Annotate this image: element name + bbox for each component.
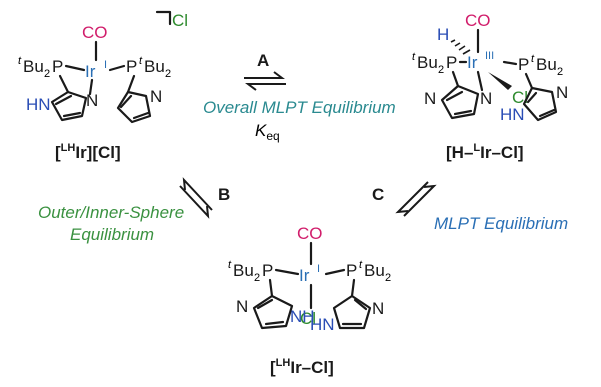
iridium-ox-state: I <box>104 59 107 71</box>
imidazole-n-3: N <box>480 89 492 108</box>
imidazole-n-4: N <box>424 89 436 108</box>
tbu-sub5: 2 <box>254 272 260 284</box>
imidazole-nh-right: HN <box>500 105 525 124</box>
tbu-sub2: 2 <box>165 68 171 80</box>
phosphorus-left: P <box>52 57 63 76</box>
keq-label: Keq <box>255 121 280 143</box>
carbonyl-co: CO <box>82 23 108 42</box>
iridium-center: Ir <box>85 62 96 81</box>
imidazole-n-left: N <box>86 91 98 110</box>
label-h-lir-cl: [H–LIr–Cl] <box>446 142 524 162</box>
label-lhir-cl: [LHIr–Cl] <box>270 357 334 377</box>
iridium-center-2: Ir <box>467 53 478 72</box>
label-c: C <box>372 185 384 204</box>
outer-inner-sphere-text: Outer/Inner-Sphere <box>38 203 184 222</box>
overall-mlpt-text: Overall MLPT Equilibrium <box>203 98 396 117</box>
iridium-ox-state-3: I <box>317 263 320 275</box>
hydride-h: H <box>437 25 449 44</box>
outer-inner-sphere-text-2: Equilibrium <box>70 225 154 244</box>
tbu-label3: Bu <box>417 53 438 72</box>
tbu-label: Bu <box>23 57 44 76</box>
equilibrium-arrow-c <box>395 181 437 217</box>
tbu-t3: t <box>412 51 416 63</box>
complex-h-lir-cl: CO H Ir III t Bu 2 P P t Bu 2 Cl N N <box>412 11 568 162</box>
tbu-label6: Bu <box>364 261 385 280</box>
carbonyl-co-2: CO <box>465 11 491 30</box>
imidazole-n-6: N <box>236 297 248 316</box>
tbu-sub4: 2 <box>557 66 563 78</box>
iridium-ox-state-2: III <box>485 50 494 62</box>
imidazole-n-right: N <box>150 87 162 106</box>
label-lhir-cl-salt: [LHIr][Cl] <box>55 142 121 162</box>
label-b: B <box>218 185 230 204</box>
label-a: A <box>257 51 269 70</box>
tbu-label4: Bu <box>536 55 557 74</box>
imidazole-nh-4: HN <box>310 315 335 334</box>
equilibrium-arrow-b <box>179 177 213 219</box>
iridium-center-3: Ir <box>299 266 310 285</box>
imidazole-n-5: N <box>556 83 568 102</box>
complex-lhir-cl: CO Ir I Cl t Bu 2 P P t Bu 2 N NH N HN [ <box>228 224 391 377</box>
chloride-ligand-2: Cl <box>300 309 316 328</box>
phosphorus-right: P <box>126 57 137 76</box>
tbu-sub3: 2 <box>438 64 444 76</box>
imidazole-nh-3: NH <box>290 307 315 326</box>
phosphorus-left-2: P <box>446 53 457 72</box>
phosphorus-right-2: P <box>518 55 529 74</box>
tbu-sub: 2 <box>44 68 50 80</box>
carbonyl-co-3: CO <box>297 224 323 243</box>
tbu-sub6: 2 <box>385 272 391 284</box>
counterion-bracket <box>155 10 172 26</box>
tbu-t2: t <box>139 55 143 67</box>
tbu-label5: Bu <box>233 261 254 280</box>
complex-lhir-cl-salt: CO Cl Ir I t Bu 2 P P t Bu 2 N HN N <box>18 10 188 162</box>
tbu-t6: t <box>359 259 363 271</box>
imidazole-nh-left: HN <box>26 95 51 114</box>
mlpt-equilibrium-text: MLPT Equilibrium <box>434 214 568 233</box>
equilibrium-arrow-a <box>244 71 286 91</box>
phosphorus-left-3: P <box>262 261 273 280</box>
tbu-t: t <box>18 55 22 67</box>
counterion-cl: Cl <box>172 11 188 30</box>
tbu-t4: t <box>531 53 535 65</box>
tbu-t5: t <box>228 259 232 271</box>
tbu-label2: Bu <box>144 57 165 76</box>
phosphorus-right-3: P <box>346 261 357 280</box>
imidazole-n-7: N <box>372 299 384 318</box>
